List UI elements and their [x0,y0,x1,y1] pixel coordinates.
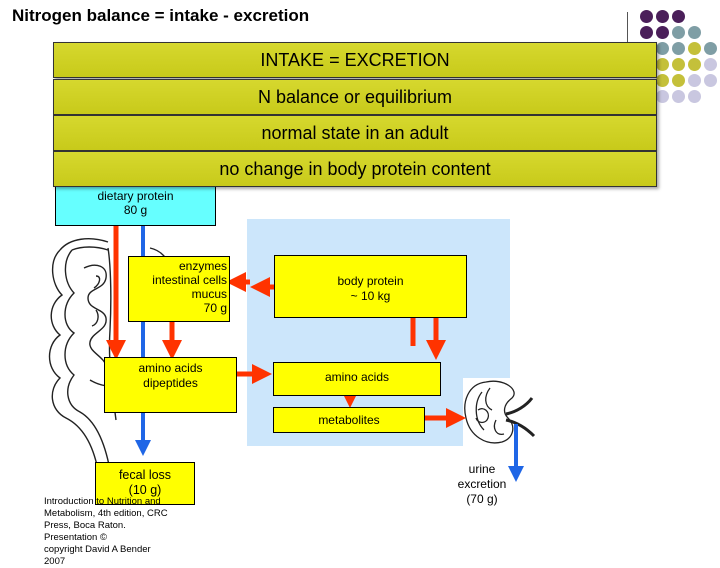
metabolites-label: metabolites [318,413,380,427]
urine-excretion-text: urine excretion (70 g) [450,462,514,507]
excretion-label: excretion [457,477,507,491]
amino-acids-gut-label: amino acids [138,361,203,375]
enzymes-label: enzymes [178,259,227,273]
fecal-loss-label: fecal loss [118,468,172,482]
urine-amount: (70 g) [466,492,498,506]
fecal-loss-box: fecal loss (10 g) [95,462,195,505]
credit-line-1: Introduction to Nutrition and [44,496,161,507]
credit-line-3: Press, Boca Raton. Presentation © [44,520,126,543]
credit-line-4: copyright David A Bender 2007 [44,544,151,567]
banner-intake-equals-excretion: INTAKE = EXCRETION [53,42,657,78]
amino-dipeptides-box: amino acids dipeptides [104,357,237,413]
banner-3-text: normal state in an adult [261,122,449,143]
dietary-protein-label: dietary protein [97,189,174,203]
mucus-label: mucus [191,287,227,301]
body-protein-amount: ~ 10 kg [350,289,391,303]
banner-n-balance: N balance or equilibrium [53,79,657,115]
banner-4-text: no change in body protein content [219,158,491,179]
dietary-protein-amount: 80 g [123,203,148,217]
corner-divider [627,12,628,50]
body-protein-box: body protein ~ 10 kg [274,255,467,318]
urine-label: urine [468,462,496,476]
banner-2-text: N balance or equilibrium [257,86,453,107]
banner-no-change: no change in body protein content [53,151,657,187]
dietary-protein-box: dietary protein 80 g [55,184,216,226]
enzymes-box: enzymes intestinal cells mucus 70 g [128,256,230,322]
dipeptides-label: dipeptides [143,376,198,390]
enzymes-amount: 70 g [203,301,227,315]
credit-line-2: Metabolism, 4th edition, CRC [44,508,168,519]
copyright-credit: Introduction to Nutrition and Metabolism… [44,496,174,568]
page-title: Nitrogen balance = intake - excretion [12,6,310,25]
metabolites-box: metabolites [273,407,425,433]
diagram-graphics [48,222,536,482]
amino-acids-label: amino acids [324,370,390,384]
amino-acids-box: amino acids [273,362,441,396]
intestinal-cells-label: intestinal cells [152,273,227,287]
kidney-drawing [463,378,536,452]
body-protein-label: body protein [337,274,404,288]
fecal-loss-amount: (10 g) [128,483,162,497]
banner-normal-state: normal state in an adult [53,115,657,151]
banner-1-text: INTAKE = EXCRETION [260,49,450,70]
